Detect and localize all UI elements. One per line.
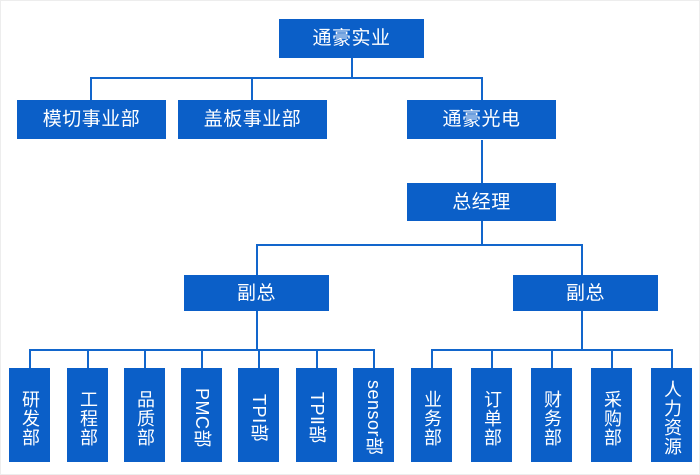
connector-drop-coverplate	[251, 77, 253, 100]
connector-drop-tp1	[258, 349, 260, 368]
connector-gm-stem	[481, 220, 483, 244]
connector-drop-sales	[431, 349, 433, 368]
node-dept-hr[interactable]: 人力资源	[651, 368, 692, 462]
node-vp-left[interactable]: 副总	[184, 275, 329, 311]
connector-drop-orders	[491, 349, 493, 368]
connector-drop-sensor	[373, 349, 375, 368]
connector-root-stem	[351, 57, 353, 77]
connector-level3-bus	[256, 244, 583, 246]
connector-drop-purchasing	[611, 349, 613, 368]
node-root[interactable]: 通豪实业	[279, 19, 424, 58]
node-dept-purchasing[interactable]: 采购部	[591, 368, 632, 462]
connector-opto-to-gm	[481, 140, 483, 183]
node-optoelectronics[interactable]: 通豪光电	[407, 100, 556, 139]
node-dept-sales[interactable]: 业务部	[411, 368, 452, 462]
connector-vp-right-stem	[581, 310, 583, 349]
node-dept-orders[interactable]: 订单部	[471, 368, 512, 462]
node-dept-quality[interactable]: 品质部	[124, 368, 165, 462]
node-coverplate-division[interactable]: 盖板事业部	[178, 100, 327, 139]
node-dept-engineering[interactable]: 工程部	[67, 368, 108, 462]
connector-drop-quality	[144, 349, 146, 368]
connector-drop-rd	[29, 349, 31, 368]
connector-drop-vp-right	[581, 244, 583, 275]
node-general-manager[interactable]: 总经理	[407, 183, 556, 221]
node-dept-tp1[interactable]: TPⅠ部	[238, 368, 279, 462]
connector-drop-diecut	[90, 77, 92, 100]
node-dept-finance[interactable]: 财务部	[531, 368, 572, 462]
node-dept-rd[interactable]: 研发部	[9, 368, 50, 462]
node-dept-pmc[interactable]: PMC部	[181, 368, 222, 462]
connector-level1-bus	[90, 77, 483, 79]
connector-drop-finance	[551, 349, 553, 368]
node-dept-tp2[interactable]: TPⅡ部	[296, 368, 337, 462]
connector-drop-vp-left	[256, 244, 258, 275]
node-vp-right[interactable]: 副总	[513, 275, 658, 311]
connector-vp-left-stem	[256, 310, 258, 349]
node-dept-sensor[interactable]: sensor部	[353, 368, 394, 462]
connector-drop-tp2	[316, 349, 318, 368]
node-mogie-division[interactable]: 模切事业部	[17, 100, 166, 139]
connector-drop-engineering	[87, 349, 89, 368]
connector-drop-hr	[671, 349, 673, 368]
connector-drop-pmc	[201, 349, 203, 368]
connector-drop-opto	[481, 77, 483, 100]
